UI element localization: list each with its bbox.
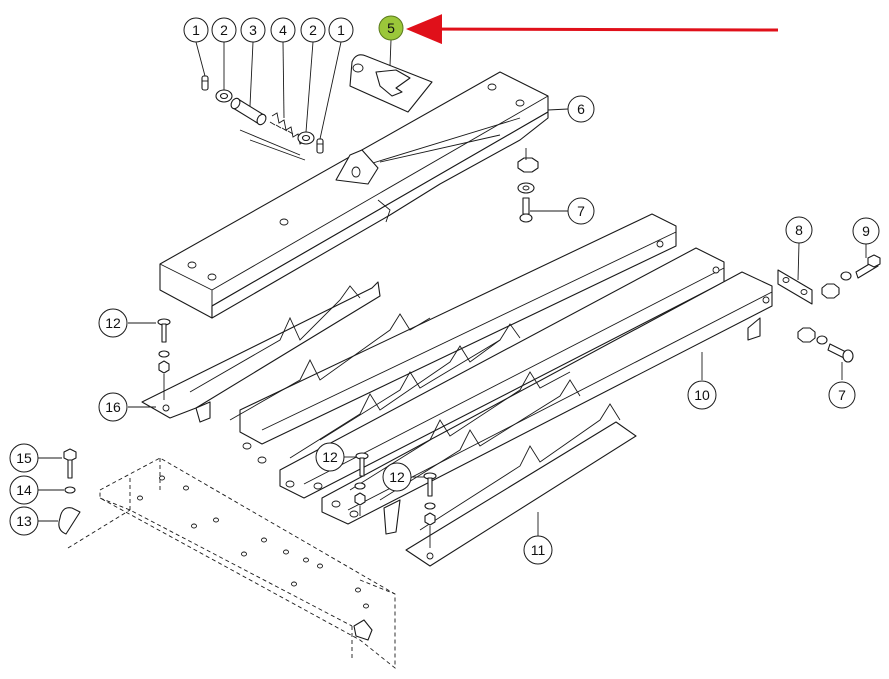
hardware-part-15-14-13 <box>58 448 81 535</box>
callout-9: 9 <box>852 217 880 245</box>
rail-assembly-part-10 <box>239 213 773 525</box>
spring-part-4 <box>239 112 306 161</box>
hardware-part-7-upper <box>517 148 539 223</box>
washer-part-2-right <box>297 131 315 145</box>
callout-12-center: 12 <box>315 442 345 472</box>
callout-8: 8 <box>785 216 813 244</box>
callout-1-right: 1 <box>328 17 354 43</box>
base-frame-dashed <box>67 457 396 669</box>
callout-16: 16 <box>98 392 128 422</box>
lower-bracket-part-11 <box>383 403 637 567</box>
svg-text:5: 5 <box>387 20 395 36</box>
hardware-part-7-lower <box>797 327 854 363</box>
bolt-part-12-left <box>157 318 171 400</box>
svg-text:8: 8 <box>795 222 803 238</box>
upper-rail-part-6 <box>159 71 549 319</box>
callout-6: 6 <box>567 95 595 123</box>
callout-7-lower: 7 <box>828 381 856 409</box>
callout-2-right: 2 <box>300 17 326 43</box>
callout-1-left: 1 <box>183 17 209 43</box>
svg-text:11: 11 <box>531 542 546 558</box>
svg-text:1: 1 <box>337 22 345 38</box>
callout-10: 10 <box>687 380 717 410</box>
svg-text:12: 12 <box>389 469 405 485</box>
plate-part-8 <box>777 269 813 305</box>
svg-text:15: 15 <box>16 450 32 466</box>
sawtooth-bracket-part-16 <box>141 281 381 423</box>
svg-text:16: 16 <box>105 399 121 415</box>
svg-text:14: 14 <box>16 482 32 498</box>
bolt-part-12-right <box>423 472 437 548</box>
top-hardware <box>201 75 324 161</box>
callout-12-left: 12 <box>98 308 128 338</box>
svg-text:7: 7 <box>577 203 585 219</box>
svg-text:2: 2 <box>220 22 228 38</box>
callout-11: 11 <box>523 535 553 565</box>
callout-4: 4 <box>270 17 296 43</box>
leader-lines <box>38 39 867 536</box>
sawtooth-bracket-middle-1 <box>229 313 581 501</box>
svg-text:4: 4 <box>279 22 287 38</box>
hardware-part-9 <box>821 254 881 299</box>
bolt-part-12-center <box>354 452 369 516</box>
callout-14: 14 <box>9 475 39 505</box>
washer-part-2-left <box>215 89 233 103</box>
callout-7-upper: 7 <box>567 197 595 225</box>
svg-text:10: 10 <box>694 387 710 403</box>
callout-5-highlighted: 5 <box>378 15 404 41</box>
svg-text:12: 12 <box>105 315 121 331</box>
callout-13: 13 <box>9 506 39 536</box>
callout-3: 3 <box>240 17 266 43</box>
svg-text:2: 2 <box>309 22 317 38</box>
svg-text:12: 12 <box>322 449 338 465</box>
bracket-part-5 <box>349 54 433 113</box>
pin-part-1-right <box>316 138 324 154</box>
shaft-part-3 <box>230 97 267 126</box>
pin-part-1-left <box>201 75 209 91</box>
svg-text:3: 3 <box>249 22 257 38</box>
highlight-arrow <box>406 14 779 45</box>
svg-text:7: 7 <box>838 387 846 403</box>
svg-text:9: 9 <box>862 223 870 239</box>
callout-12-right: 12 <box>382 462 412 492</box>
svg-text:1: 1 <box>192 22 200 38</box>
callout-15: 15 <box>9 443 39 473</box>
svg-text:6: 6 <box>577 101 585 117</box>
callout-2-left: 2 <box>211 17 237 43</box>
svg-text:13: 13 <box>16 513 32 529</box>
